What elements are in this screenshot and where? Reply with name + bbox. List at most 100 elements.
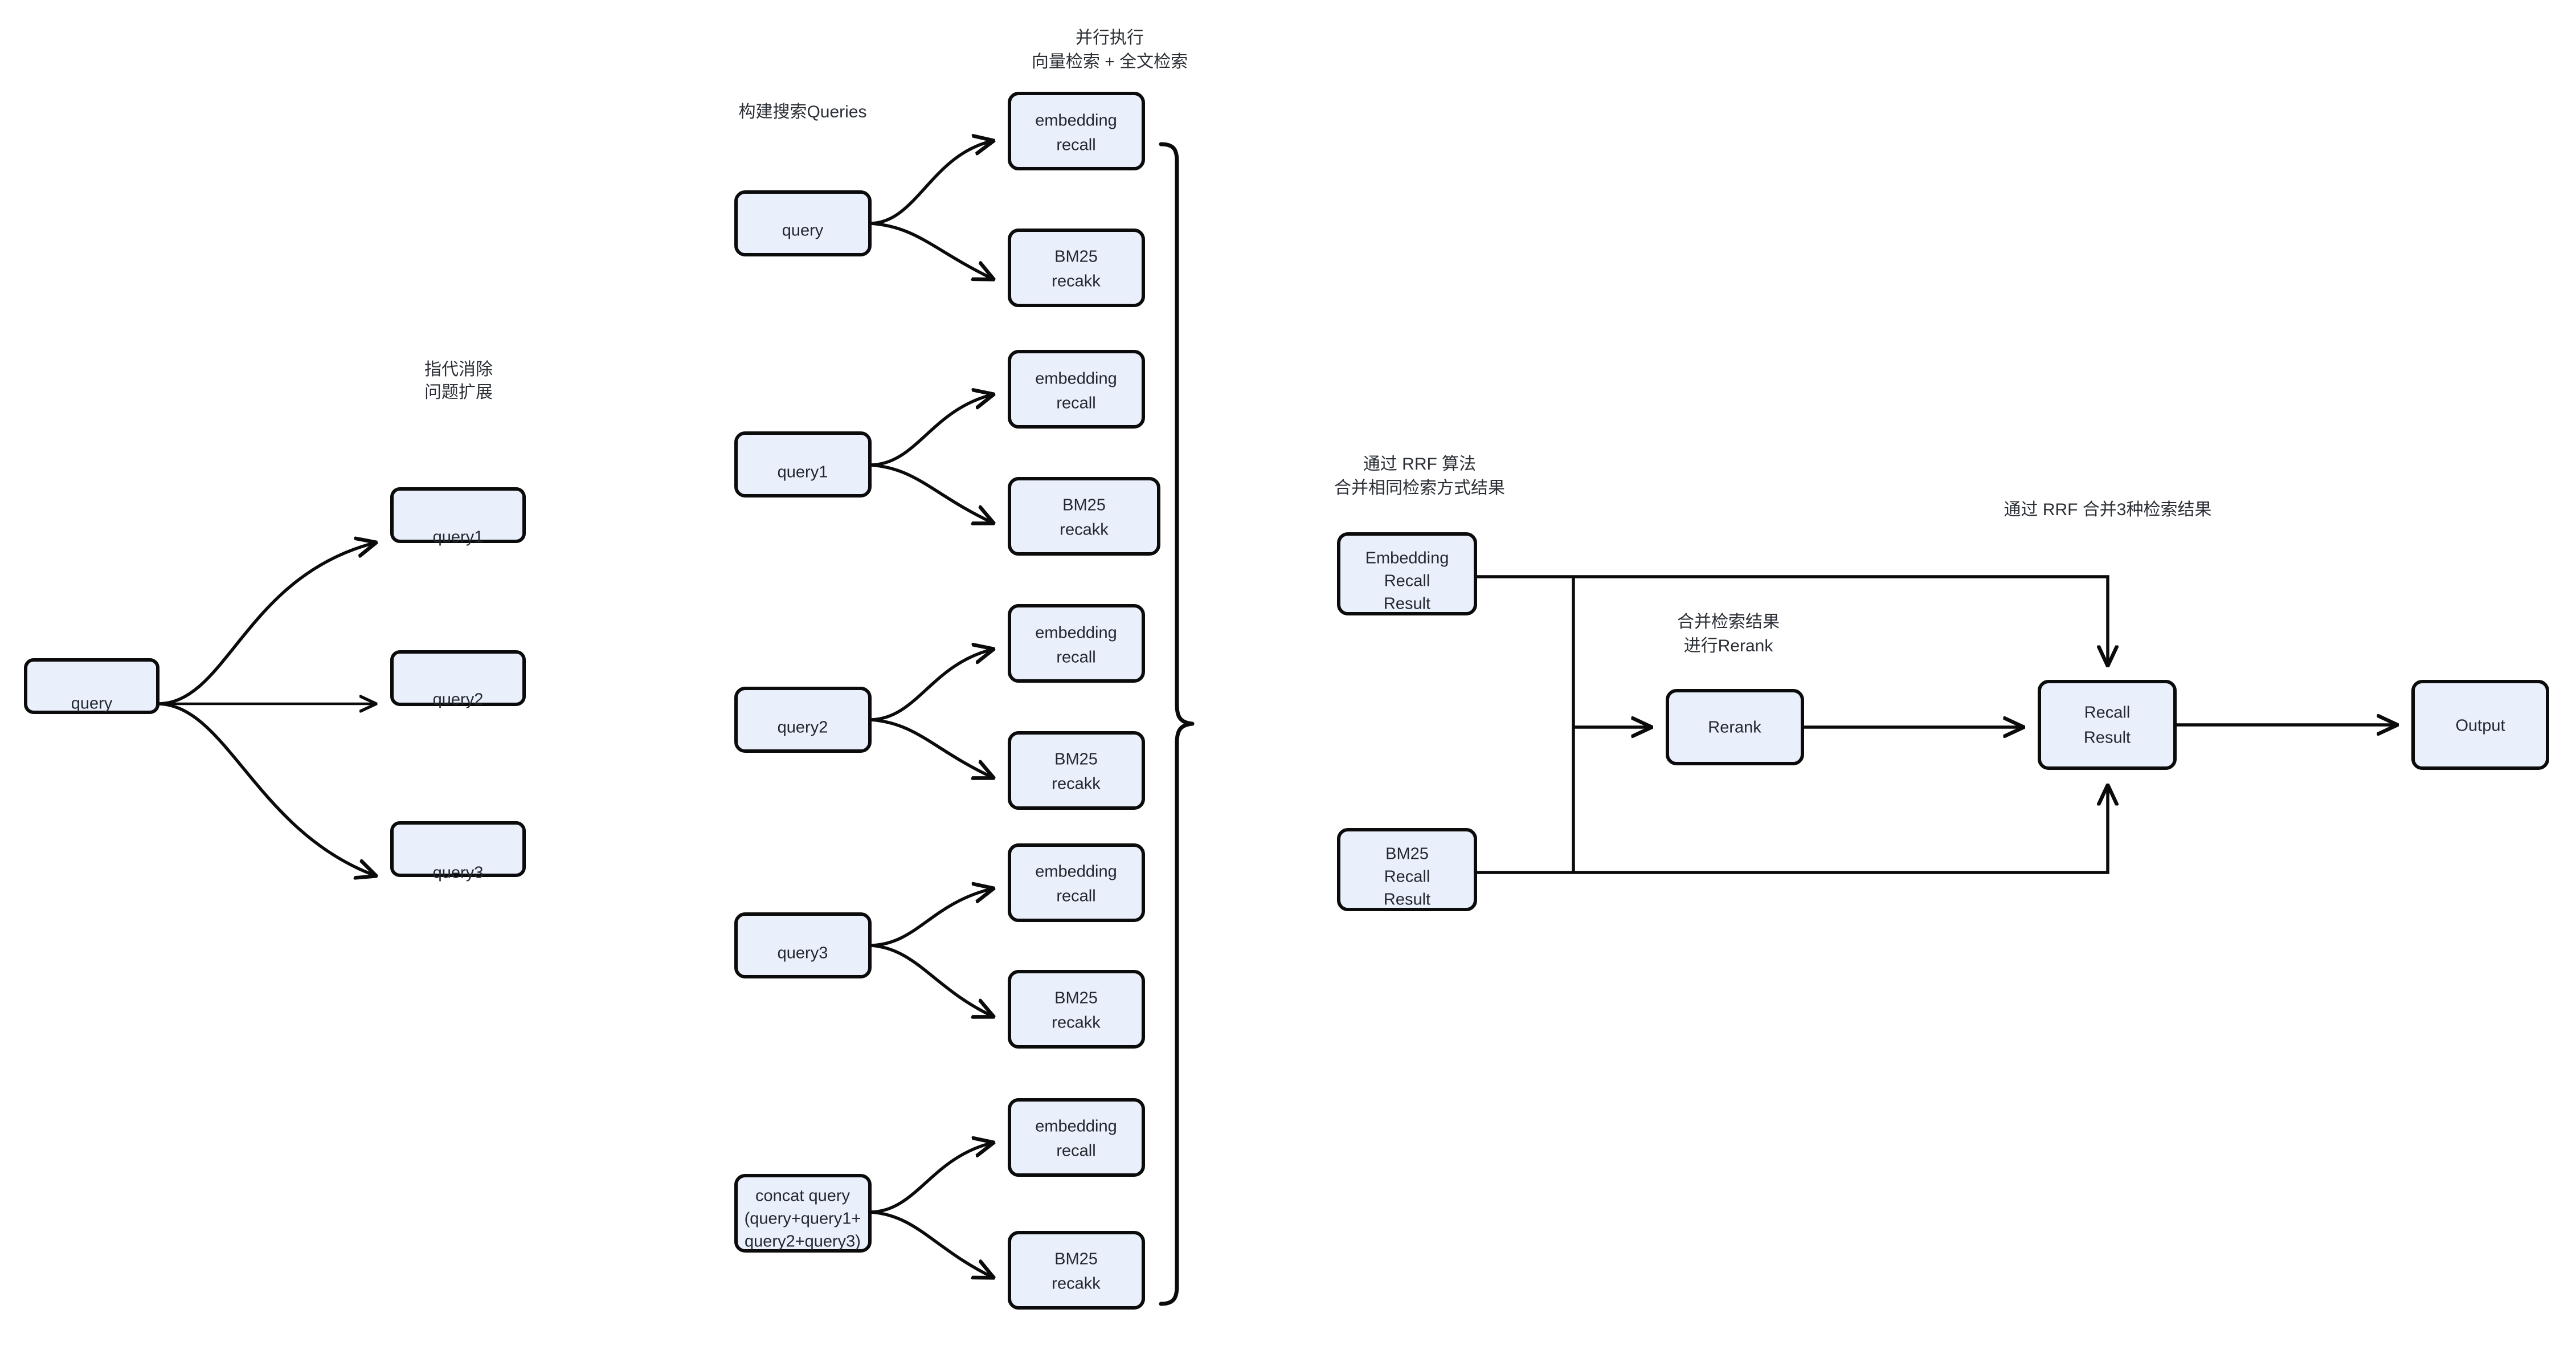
section-rrf-merge: 通过 RRF 算法 合并相同检索方式结果 合并检索结果 进行Rerank 通过 … <box>1334 455 2549 911</box>
edge-embedding-result-to-recall-result <box>1475 575 2108 666</box>
node-embedding-recall-2-line2: recall <box>1056 649 1095 667</box>
node-sq-concat-query-line3: query2+query3) <box>745 1233 861 1251</box>
node-sq-concat-query-line2: (query+query1+ <box>745 1210 861 1228</box>
edge-query-to-query3 <box>158 702 376 876</box>
edge-sq3-to-bm25 <box>870 944 993 1017</box>
node-bm25-recall-2[interactable]: BM25 recakk <box>1008 731 1145 810</box>
node-query3-rect[interactable] <box>390 821 526 877</box>
node-recall-result[interactable]: Recall Result <box>2038 680 2177 770</box>
node-query2-label: query2 <box>433 691 484 709</box>
edge-sq1-to-embedding <box>870 394 993 467</box>
node-embedding-recall-1-line2: recall <box>1056 394 1095 413</box>
node-output-rect[interactable] <box>2411 680 2549 770</box>
node-embedding-recall-result[interactable]: Embedding Recall Result <box>1337 532 1477 615</box>
node-bm25-recall-4-line1: BM25 <box>1054 1250 1098 1269</box>
queries-group-0: query embedding recall BM25 recakk <box>734 92 1145 307</box>
node-query1-label: query1 <box>433 528 484 547</box>
node-sq-query1-label: query1 <box>778 463 828 482</box>
node-recall-result-line2: Result <box>2084 729 2131 747</box>
annotation-stage4-line2: 合并相同检索方式结果 <box>1334 479 1505 497</box>
node-embedding-recall-2[interactable]: embedding recall <box>1008 604 1145 683</box>
edge-sq0-to-bm25 <box>870 222 993 279</box>
node-embedding-recall-result-line1: Embedding <box>1365 549 1449 568</box>
node-query2-rect[interactable] <box>390 650 526 706</box>
node-bm25-recall-result-line2: Recall <box>1384 868 1430 886</box>
node-output-label: Output <box>2455 717 2505 735</box>
node-sq-concat-query-rect[interactable] <box>734 1174 872 1253</box>
node-embedding-recall-1-rect[interactable] <box>1008 350 1145 429</box>
node-embedding-recall-2-rect[interactable] <box>1008 604 1145 683</box>
node-sq-query[interactable]: query <box>734 190 872 256</box>
edge-sq4-to-embedding <box>870 1143 993 1214</box>
node-embedding-recall-2-line1: embedding <box>1035 624 1117 642</box>
annotation-stage3-line2: 向量检索 + 全文检索 <box>1032 52 1188 71</box>
node-bm25-recall-0[interactable]: BM25 recakk <box>1008 229 1145 307</box>
node-embedding-recall-1[interactable]: embedding recall <box>1008 350 1145 429</box>
node-query1-rect[interactable] <box>390 487 526 543</box>
annotation-stage3-line1: 并行执行 <box>1076 28 1144 47</box>
node-bm25-recall-4-line2: recakk <box>1052 1275 1101 1293</box>
node-bm25-recall-2-line2: recakk <box>1052 775 1101 793</box>
node-bm25-recall-4-rect[interactable] <box>1008 1231 1145 1310</box>
node-sq-query-rect[interactable] <box>734 190 872 256</box>
node-bm25-recall-2-rect[interactable] <box>1008 731 1145 810</box>
queries-group-3: query3 embedding recall BM25 recakk <box>734 843 1145 1049</box>
node-sq-query2-label: query2 <box>778 719 828 737</box>
node-bm25-recall-3-line2: recakk <box>1052 1014 1101 1032</box>
node-embedding-recall-3[interactable]: embedding recall <box>1008 843 1145 922</box>
node-embedding-recall-result-line3: Result <box>1384 595 1430 613</box>
annotation-stage2: 构建搜索Queries <box>738 103 866 121</box>
node-bm25-recall-3-rect[interactable] <box>1008 970 1145 1049</box>
node-bm25-recall-0-line2: recakk <box>1052 272 1101 291</box>
edge-sq2-to-embedding <box>870 649 993 721</box>
node-sq-query3-rect[interactable] <box>734 912 872 978</box>
section-query-expansion: 指代消除 问题扩展 query query1 query2 query3 <box>24 360 526 882</box>
edge-sq4-to-bm25 <box>870 1210 993 1278</box>
node-sq-query2[interactable]: query2 <box>734 687 872 753</box>
node-embedding-recall-0-rect[interactable] <box>1008 92 1145 170</box>
node-sq-query2-rect[interactable] <box>734 687 872 753</box>
queries-group-1: query1 embedding recall BM25 recakk <box>734 350 1160 556</box>
node-bm25-recall-1-line1: BM25 <box>1062 496 1106 515</box>
node-output[interactable]: Output <box>2411 680 2549 770</box>
node-source-query-rect[interactable] <box>24 658 160 714</box>
node-sq-query1-rect[interactable] <box>734 431 872 497</box>
node-embedding-recall-3-rect[interactable] <box>1008 843 1145 922</box>
node-sq-concat-query[interactable]: concat query (query+query1+ query2+query… <box>734 1174 872 1253</box>
node-embedding-recall-0[interactable]: embedding recall <box>1008 92 1145 170</box>
edge-query-to-query1 <box>158 543 376 705</box>
node-bm25-recall-4[interactable]: BM25 recakk <box>1008 1231 1145 1310</box>
node-embedding-recall-result-rect[interactable] <box>1337 532 1477 615</box>
section-build-queries: 构建搜索Queries 并行执行 向量检索 + 全文检索 query embed… <box>734 28 1195 1310</box>
node-query3[interactable]: query3 <box>390 821 526 882</box>
node-embedding-recall-4-rect[interactable] <box>1008 1098 1145 1177</box>
node-query1[interactable]: query1 <box>390 487 526 547</box>
annotation-stage5-line2: 进行Rerank <box>1684 637 1774 655</box>
annotation-stage1-line1: 指代消除 <box>424 360 493 379</box>
node-bm25-recall-1-rect[interactable] <box>1008 477 1160 556</box>
node-bm25-recall-result-rect[interactable] <box>1337 828 1477 911</box>
node-bm25-recall-result[interactable]: BM25 Recall Result <box>1337 828 1477 911</box>
node-embedding-recall-result-line2: Recall <box>1384 572 1430 590</box>
node-embedding-recall-4[interactable]: embedding recall <box>1008 1098 1145 1177</box>
node-source-query[interactable]: query <box>24 658 160 714</box>
queries-group-2: query2 embedding recall BM25 recakk <box>734 604 1145 810</box>
node-bm25-recall-0-rect[interactable] <box>1008 229 1145 307</box>
node-recall-result-rect[interactable] <box>2038 680 2177 770</box>
node-bm25-recall-3[interactable]: BM25 recakk <box>1008 970 1145 1049</box>
node-rerank-label: Rerank <box>1708 719 1761 737</box>
node-bm25-recall-3-line1: BM25 <box>1054 989 1098 1008</box>
node-sq-query1[interactable]: query1 <box>734 431 872 497</box>
node-embedding-recall-4-line1: embedding <box>1035 1118 1117 1136</box>
node-query2[interactable]: query2 <box>390 650 526 709</box>
node-rerank[interactable]: Rerank <box>1666 689 1804 765</box>
node-bm25-recall-1-line2: recakk <box>1060 521 1109 539</box>
node-bm25-recall-result-line3: Result <box>1384 891 1430 909</box>
node-bm25-recall-result-line1: BM25 <box>1385 845 1429 863</box>
node-bm25-recall-1[interactable]: BM25 recakk <box>1008 477 1160 556</box>
grouping-brace <box>1159 142 1195 1306</box>
node-sq-query-label: query <box>782 222 824 240</box>
node-sq-query3[interactable]: query3 <box>734 912 872 978</box>
